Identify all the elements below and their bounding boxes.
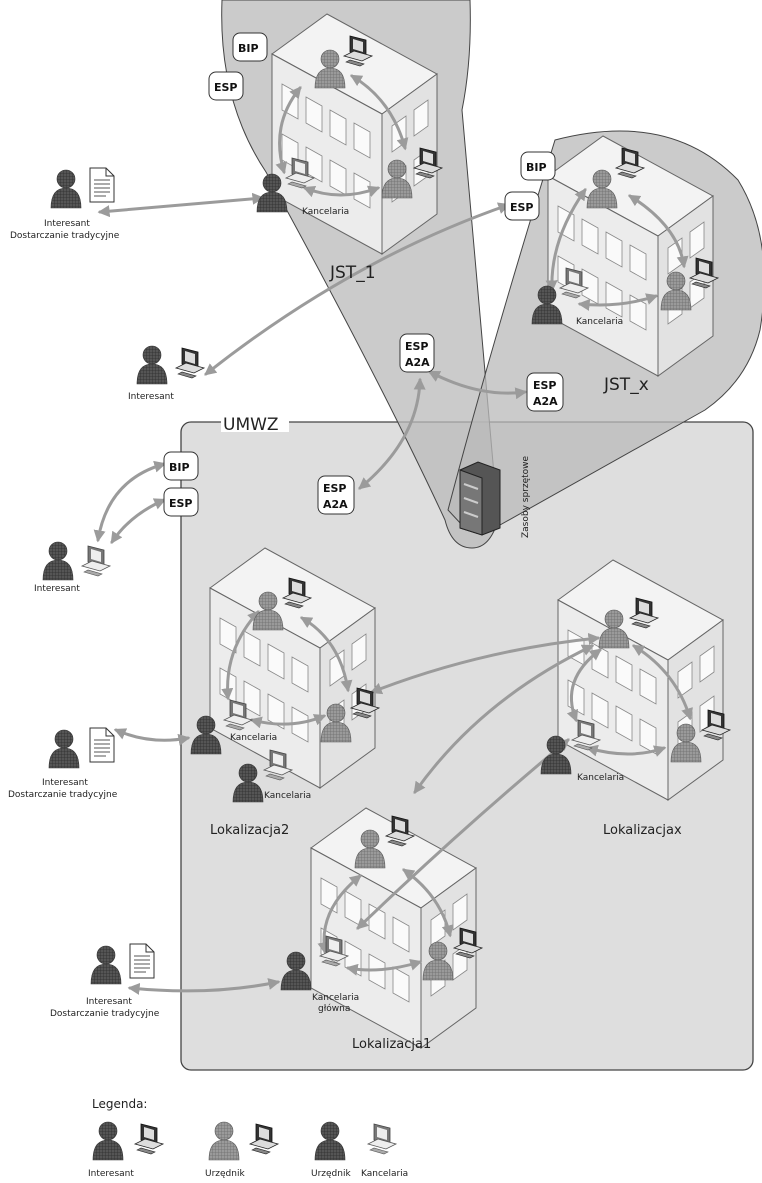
dostarczanie-label: Dostarczanie tradycyjne: [50, 1009, 160, 1019]
arrows: [93, 74, 693, 995]
interesant-label: Interesant: [86, 997, 132, 1007]
computer-icon: [175, 347, 205, 379]
umwz-label-bg: [221, 414, 289, 432]
jstx-label: JST_x: [603, 375, 649, 395]
service-boxes: BIP ESP BIP ESP ESP A2A ESP A2A ESP A2A …: [163, 32, 564, 517]
server-rack-icon: [459, 461, 501, 536]
kancelaria-label: Kancelaria: [230, 733, 277, 743]
legend-computer-icon: [134, 1123, 164, 1155]
legend-kancelaria-computer-icon: [367, 1123, 397, 1155]
interesant-label: Interesant: [34, 584, 80, 594]
legend-interesant-icon: [92, 1121, 124, 1161]
dostarczanie-label: Dostarczanie tradycyjne: [10, 231, 120, 241]
a2a-label: A2A: [323, 498, 348, 511]
interesant-icon: [136, 345, 168, 385]
dostarczanie-label: Dostarczanie tradycyjne: [8, 790, 118, 800]
interesant-icon: [50, 169, 82, 209]
document-icon: [89, 167, 115, 203]
bip-label: BIP: [169, 461, 190, 474]
legend-urzednik2-label: Urzędnik: [311, 1169, 351, 1179]
interesant-label: Interesant: [42, 778, 88, 788]
esp-label: ESP: [214, 81, 238, 94]
lokalizacja2-label: Lokalizacja2: [210, 823, 289, 838]
legend-kancelaria-label: Kancelaria: [361, 1169, 408, 1179]
legend-urzednik-icon: [208, 1121, 240, 1161]
esp-label: ESP: [323, 482, 347, 495]
computer-icon: [81, 545, 111, 577]
umwz-label: UMWZ: [223, 415, 279, 435]
interesant-icon: [42, 541, 74, 581]
zasoby-label: Zasoby sprzętowe: [521, 455, 531, 538]
esp-label: ESP: [510, 201, 534, 214]
kancelaria-label: Kancelaria: [264, 791, 311, 801]
a2a-label: A2A: [405, 356, 430, 369]
legend-urzednik-kancelaria-icon: [314, 1121, 346, 1161]
interesant-label: Interesant: [44, 219, 90, 229]
lokalizacja1-label: Lokalizacja1: [352, 1037, 431, 1052]
kancelaria-label: Kancelaria: [576, 317, 623, 327]
interesant-icon: [48, 729, 80, 769]
interesant-label: Interesant: [128, 392, 174, 402]
kancelaria-glowna-label-2: główna: [318, 1003, 350, 1014]
interesant-icon: [90, 945, 122, 985]
bip-label: BIP: [238, 42, 259, 55]
jst1-label: JST_1: [329, 263, 376, 283]
document-icon: [89, 727, 115, 763]
kancelaria-label: Kancelaria: [302, 207, 349, 217]
legend-computer-icon: [249, 1123, 279, 1155]
lokalizacjax-label: Lokalizacjax: [603, 823, 682, 838]
legend-title: Legenda:: [92, 1097, 147, 1111]
esp-label: ESP: [169, 497, 193, 510]
esp-label: ESP: [533, 379, 557, 392]
legend-interesant-label: Interesant: [88, 1169, 134, 1179]
bip-label: BIP: [526, 161, 547, 174]
legend-urzednik-label: Urzędnik: [205, 1169, 245, 1179]
esp-label: ESP: [405, 340, 429, 353]
a2a-label: A2A: [533, 395, 558, 408]
kancelaria-label: Kancelaria: [577, 773, 624, 783]
kancelaria-glowna-label: Kancelaria: [312, 993, 359, 1003]
document-icon: [129, 943, 155, 979]
